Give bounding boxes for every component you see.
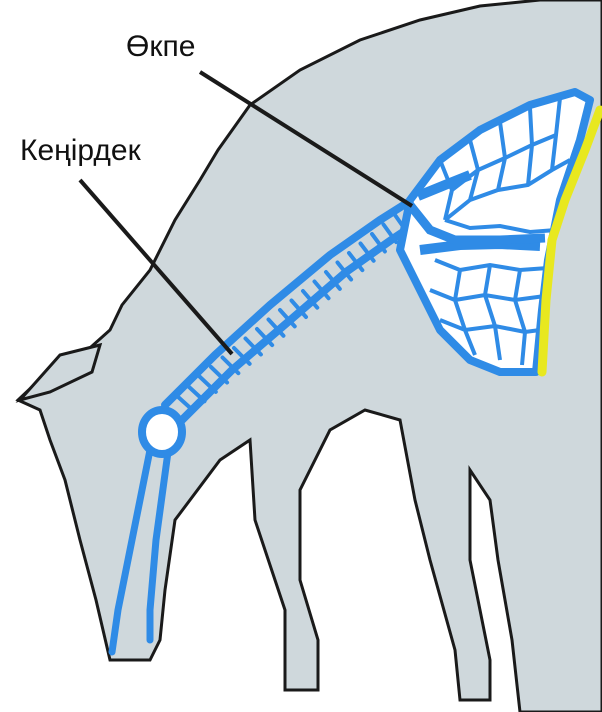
larynx xyxy=(142,410,182,454)
trachea-label: Кеңірдек xyxy=(20,134,142,167)
lung-label: Өкпе xyxy=(126,30,195,63)
